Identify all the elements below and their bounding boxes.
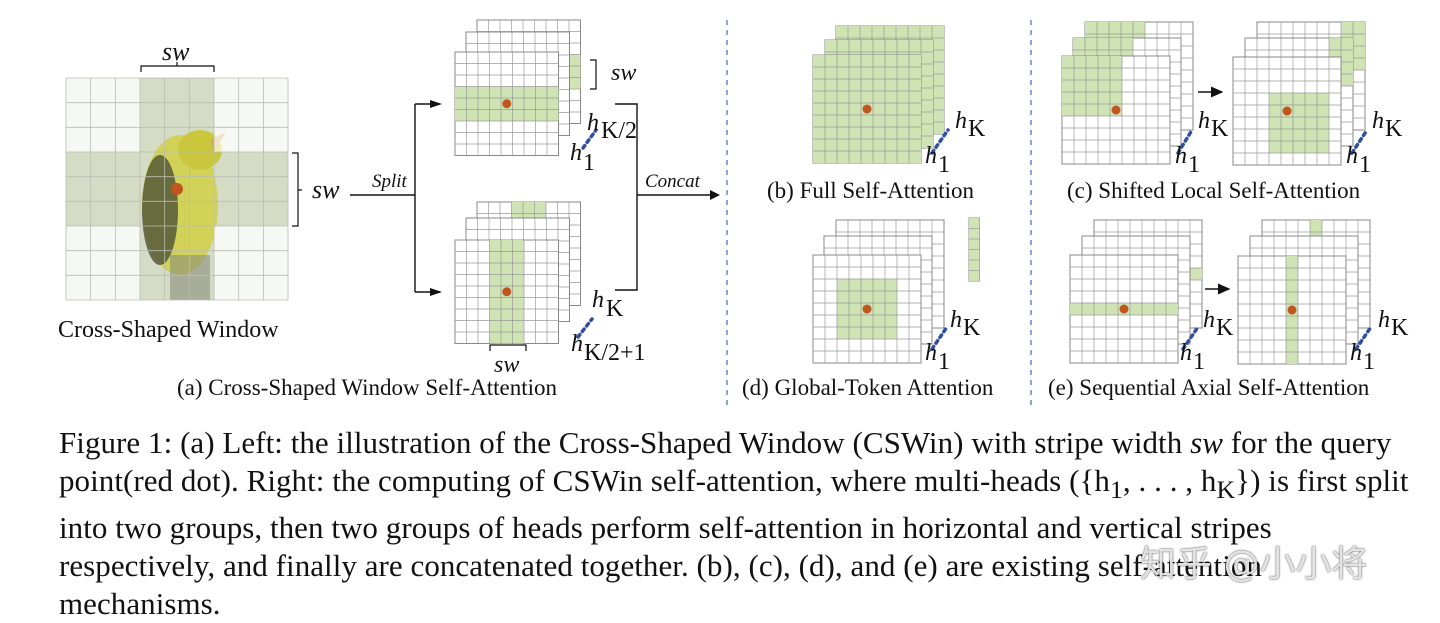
head-labels-a2: h K h K/2+1: [571, 287, 646, 366]
query-point-c1: [1111, 105, 1121, 115]
sw-bracket-group1: [590, 59, 597, 90]
query-point-e2: [1287, 305, 1297, 315]
caption-part3: is first split into two groups, then two…: [59, 463, 1409, 622]
zhihu-watermark: 知乎 @小小将: [1140, 544, 1368, 585]
svg-text:h: h: [1180, 340, 1192, 366]
svg-text:h: h: [955, 108, 967, 134]
svg-text:1: 1: [1363, 349, 1375, 375]
caption-part2: for the query point(red dot). Right: the…: [59, 425, 1392, 498]
svg-text:K: K: [1216, 315, 1234, 341]
svg-text:K: K: [1385, 116, 1403, 142]
sw-label-top: sw: [162, 37, 190, 66]
svg-text:h: h: [1350, 340, 1362, 366]
svg-text:1: 1: [938, 152, 950, 178]
caption-e: (e) Sequential Axial Self-Attention: [1048, 375, 1370, 400]
cross-shaped-window-grid: [65, 77, 289, 301]
cross-shaped-window-label: Cross-Shaped Window: [58, 317, 279, 343]
svg-text:K/2: K/2: [601, 118, 637, 144]
svg-text:K: K: [963, 315, 981, 341]
caption-part1: (a) Left: the illustration of the Cross-…: [180, 425, 1183, 460]
query-point-a2: [502, 287, 512, 297]
caption-b: (b) Full Self-Attention: [767, 178, 974, 203]
head-dots-a1: [581, 128, 598, 150]
query-point-b: [862, 104, 872, 114]
sw-label-group1: sw: [611, 60, 636, 86]
head-labels-b: h K h 1: [925, 108, 986, 178]
head-dots-d: [930, 325, 949, 351]
caption-c: (c) Shifted Local Self-Attention: [1067, 178, 1361, 203]
svg-text:h: h: [925, 143, 937, 169]
head-labels-c: h K h 1 h K h 1: [1175, 108, 1403, 178]
svg-text:K: K: [1211, 116, 1229, 142]
svg-text:h: h: [587, 110, 599, 136]
svg-text:h: h: [592, 287, 604, 313]
svg-text:1: 1: [1193, 349, 1205, 375]
svg-text:1: 1: [938, 349, 950, 375]
head-dots-c2: [1350, 128, 1369, 155]
split-arrows: [350, 103, 440, 293]
sw-bracket-top: [140, 62, 215, 72]
head-labels-a1: h K/2 h 1: [570, 110, 637, 176]
svg-text:1: 1: [1359, 152, 1371, 178]
svg-text:K: K: [606, 296, 624, 322]
caption-a: (a) Cross-Shaped Window Self-Attention: [177, 375, 558, 400]
svg-text:h: h: [950, 307, 962, 333]
sw-label-group2: sw: [494, 352, 519, 378]
split-label: Split: [372, 171, 408, 192]
query-point-c2: [1282, 106, 1292, 116]
head-dots-a2: [576, 317, 594, 339]
caption-d: (d) Global-Token Attention: [742, 375, 994, 400]
sw-bracket-right: [292, 152, 302, 227]
svg-text:h: h: [570, 140, 582, 166]
head-labels-d: h K h 1: [925, 307, 981, 375]
svg-text:h: h: [1198, 108, 1210, 134]
figure-label: Figure 1:: [59, 425, 173, 460]
attention-grids: [454, 19, 1373, 365]
grid-a1-front: [454, 51, 559, 156]
query-point-e1: [1119, 304, 1129, 314]
svg-text:1: 1: [1188, 152, 1200, 178]
figure-diagram: sw sw Cross-Shaped Window Split Concat s…: [58, 19, 1409, 405]
svg-text:h: h: [1372, 108, 1384, 134]
svg-text:h: h: [571, 331, 583, 357]
caption-head-set: ({h1, . . . , hK}): [1069, 463, 1261, 505]
concat-arrows: [615, 103, 715, 291]
caption-sw-var: sw: [1190, 425, 1223, 460]
svg-text:h: h: [925, 340, 937, 366]
svg-text:h: h: [1175, 143, 1187, 169]
head-dots-e1: [1181, 325, 1200, 351]
svg-text:h: h: [1346, 143, 1358, 169]
query-point-d: [862, 304, 872, 314]
head-dots-c1: [1176, 128, 1194, 155]
svg-text:K/2+1: K/2+1: [584, 340, 646, 366]
query-point-a1: [502, 99, 512, 109]
figure-caption: Figure 1: (a) Left: the illustration of …: [59, 424, 1409, 623]
svg-text:h: h: [1378, 307, 1390, 333]
head-dots-b: [930, 128, 950, 155]
global-token-column: [968, 217, 980, 282]
sw-bracket-group2: [489, 344, 527, 351]
svg-text:K: K: [1391, 315, 1409, 341]
sw-label-right: sw: [312, 175, 340, 204]
svg-text:K: K: [968, 116, 986, 142]
head-labels-e: h K h 1 h K h 1: [1180, 307, 1409, 375]
query-point-bird: [171, 183, 183, 195]
caption-paragraph: Figure 1: (a) Left: the illustration of …: [59, 424, 1409, 623]
svg-text:1: 1: [583, 150, 595, 176]
concat-label: Concat: [645, 171, 701, 192]
head-dots-e2: [1354, 325, 1373, 351]
svg-text:h: h: [1203, 307, 1215, 333]
grid-a2-front: [454, 239, 559, 344]
